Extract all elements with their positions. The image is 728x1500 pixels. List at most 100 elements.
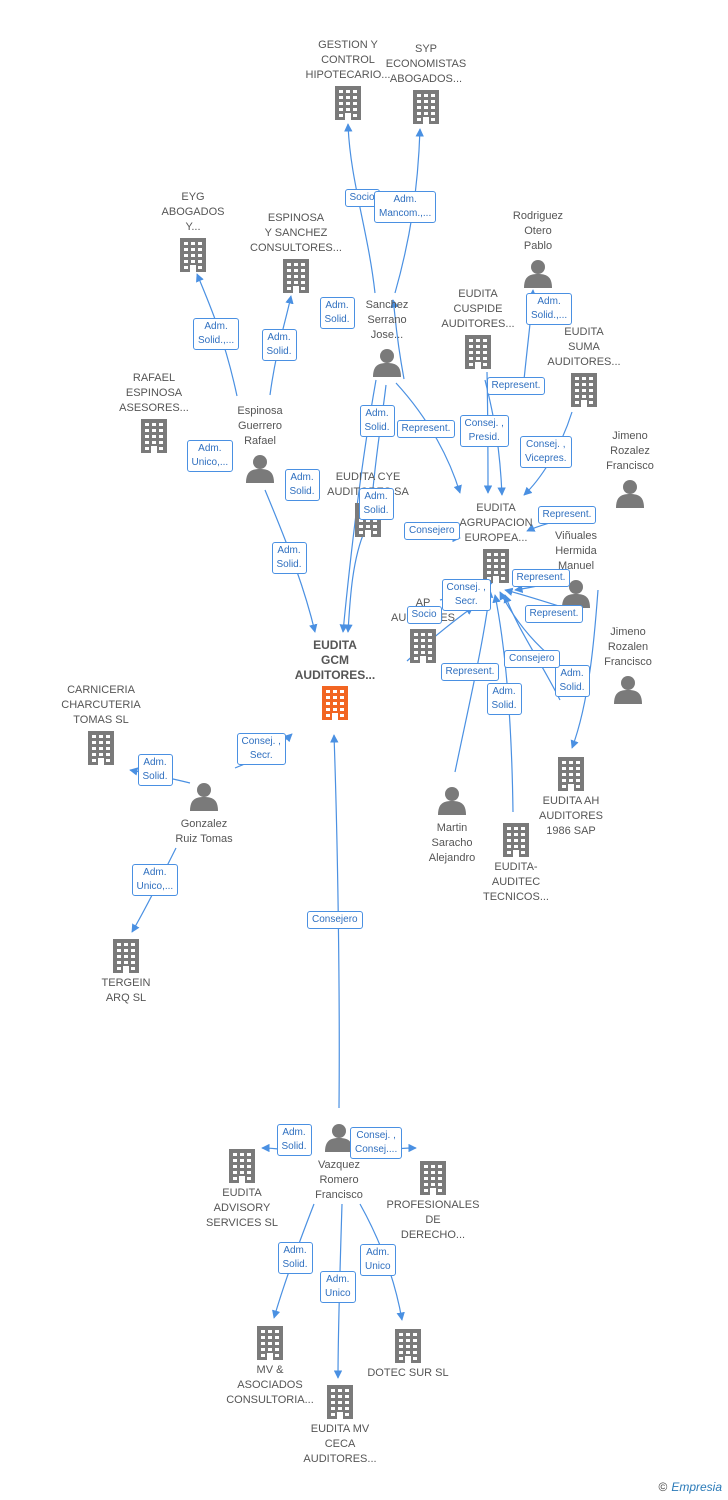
edge-label[interactable]: Consej. ,Secr. xyxy=(236,733,286,765)
edge-label[interactable]: Represent. xyxy=(511,569,571,587)
edge-label[interactable]: Adm.Solid.,... xyxy=(526,293,573,325)
node-label-line: DE xyxy=(425,1214,441,1226)
company-icon[interactable] xyxy=(180,238,206,272)
edge-label[interactable]: Consejero xyxy=(504,650,560,668)
edge-label[interactable]: Adm.Solid. xyxy=(271,542,307,574)
company-icon[interactable] xyxy=(257,1326,283,1360)
company-icon[interactable] xyxy=(420,1161,446,1195)
node-label-dotec[interactable]: DOTEC SUR SL xyxy=(348,1366,468,1381)
edge-label[interactable]: Adm.Solid. xyxy=(359,405,395,437)
edge-label[interactable]: Consejero xyxy=(404,522,460,540)
edge-label[interactable]: Consejero xyxy=(307,911,363,929)
company-icon[interactable] xyxy=(558,757,584,791)
brand-logo[interactable]: ©Empresia xyxy=(658,1480,722,1494)
edge-label[interactable]: Adm.Unico xyxy=(360,1244,396,1276)
edge-label[interactable]: Adm.Solid. xyxy=(276,1124,312,1156)
edge-label[interactable]: Consej. ,Vicepres. xyxy=(520,436,572,468)
edge-label[interactable]: Adm.Unico xyxy=(320,1271,356,1303)
edge-label[interactable]: Represent. xyxy=(440,663,500,681)
person-icon[interactable] xyxy=(614,676,642,704)
company-icon[interactable] xyxy=(141,419,167,453)
edge-label[interactable]: Represent. xyxy=(486,377,546,395)
edge-label[interactable]: Represent. xyxy=(396,420,456,438)
edge-label[interactable]: Adm.Unico,... xyxy=(186,440,234,472)
company-icon[interactable] xyxy=(395,1329,421,1363)
edge-label[interactable]: Adm.Solid. xyxy=(277,1242,313,1274)
company-icon[interactable] xyxy=(113,939,139,973)
edge-label[interactable]: Adm.Solid. xyxy=(486,683,522,715)
person-icon[interactable] xyxy=(524,260,552,288)
node-label-line: MV & xyxy=(256,1364,284,1376)
company-icon[interactable] xyxy=(571,373,597,407)
company-icon[interactable] xyxy=(410,629,436,663)
edge-label-line: Represent. xyxy=(401,423,451,434)
edge-label-line: Adm. xyxy=(325,300,349,311)
edge-label[interactable]: Adm.Solid.,... xyxy=(193,318,240,350)
company-icon[interactable] xyxy=(283,259,309,293)
relation-edge xyxy=(390,299,405,380)
person-icon[interactable] xyxy=(246,455,274,483)
edge-label[interactable]: Consej. ,Presid. xyxy=(459,415,509,447)
company-icon[interactable] xyxy=(327,1385,353,1419)
edge-label[interactable]: Consej. ,Secr. xyxy=(441,579,491,611)
company-icon[interactable] xyxy=(229,1149,255,1183)
company-icon[interactable] xyxy=(88,731,114,765)
edge-label[interactable]: Adm.Solid. xyxy=(137,754,173,786)
company-icon[interactable] xyxy=(465,335,491,369)
edge-label-line: Presid. xyxy=(468,432,500,443)
person-icon[interactable] xyxy=(373,349,401,377)
person-icon[interactable] xyxy=(190,783,218,811)
edge-label[interactable]: Adm.Solid. xyxy=(554,665,590,697)
edge-label[interactable]: Adm.Mancom.,... xyxy=(374,191,437,223)
edge-label[interactable]: Adm.Solid. xyxy=(284,469,320,501)
person-icon[interactable] xyxy=(562,580,590,608)
person-icon[interactable] xyxy=(616,480,644,508)
person-icon[interactable] xyxy=(325,1124,353,1152)
edge-label-line: Consej. , xyxy=(356,1130,396,1141)
edge-label[interactable]: Consej. ,Consej.... xyxy=(350,1127,403,1159)
edge-label[interactable]: Adm.Solid. xyxy=(261,329,297,361)
relation-edge xyxy=(395,382,462,494)
person-icon[interactable] xyxy=(438,787,466,815)
edge-label[interactable]: Adm.Solid. xyxy=(319,297,355,329)
edge-label[interactable]: Adm.Unico,... xyxy=(131,864,179,896)
edge-label[interactable]: Represent. xyxy=(537,506,597,524)
node-label-line: ABOGADOS... xyxy=(389,73,463,85)
company-icon[interactable] xyxy=(503,823,529,857)
company-icon[interactable] xyxy=(483,549,509,583)
node-label-line: PROFESIONALES xyxy=(386,1199,480,1211)
edge-label[interactable]: Adm.Solid. xyxy=(358,488,394,520)
edge-label[interactable]: Represent. xyxy=(524,605,584,623)
edge-label-line: Consej. , xyxy=(446,582,486,593)
company-icon[interactable] xyxy=(413,90,439,124)
company-icon[interactable] xyxy=(335,86,361,120)
company-icon[interactable] xyxy=(322,686,348,720)
edge-label[interactable]: Socio xyxy=(406,606,442,624)
